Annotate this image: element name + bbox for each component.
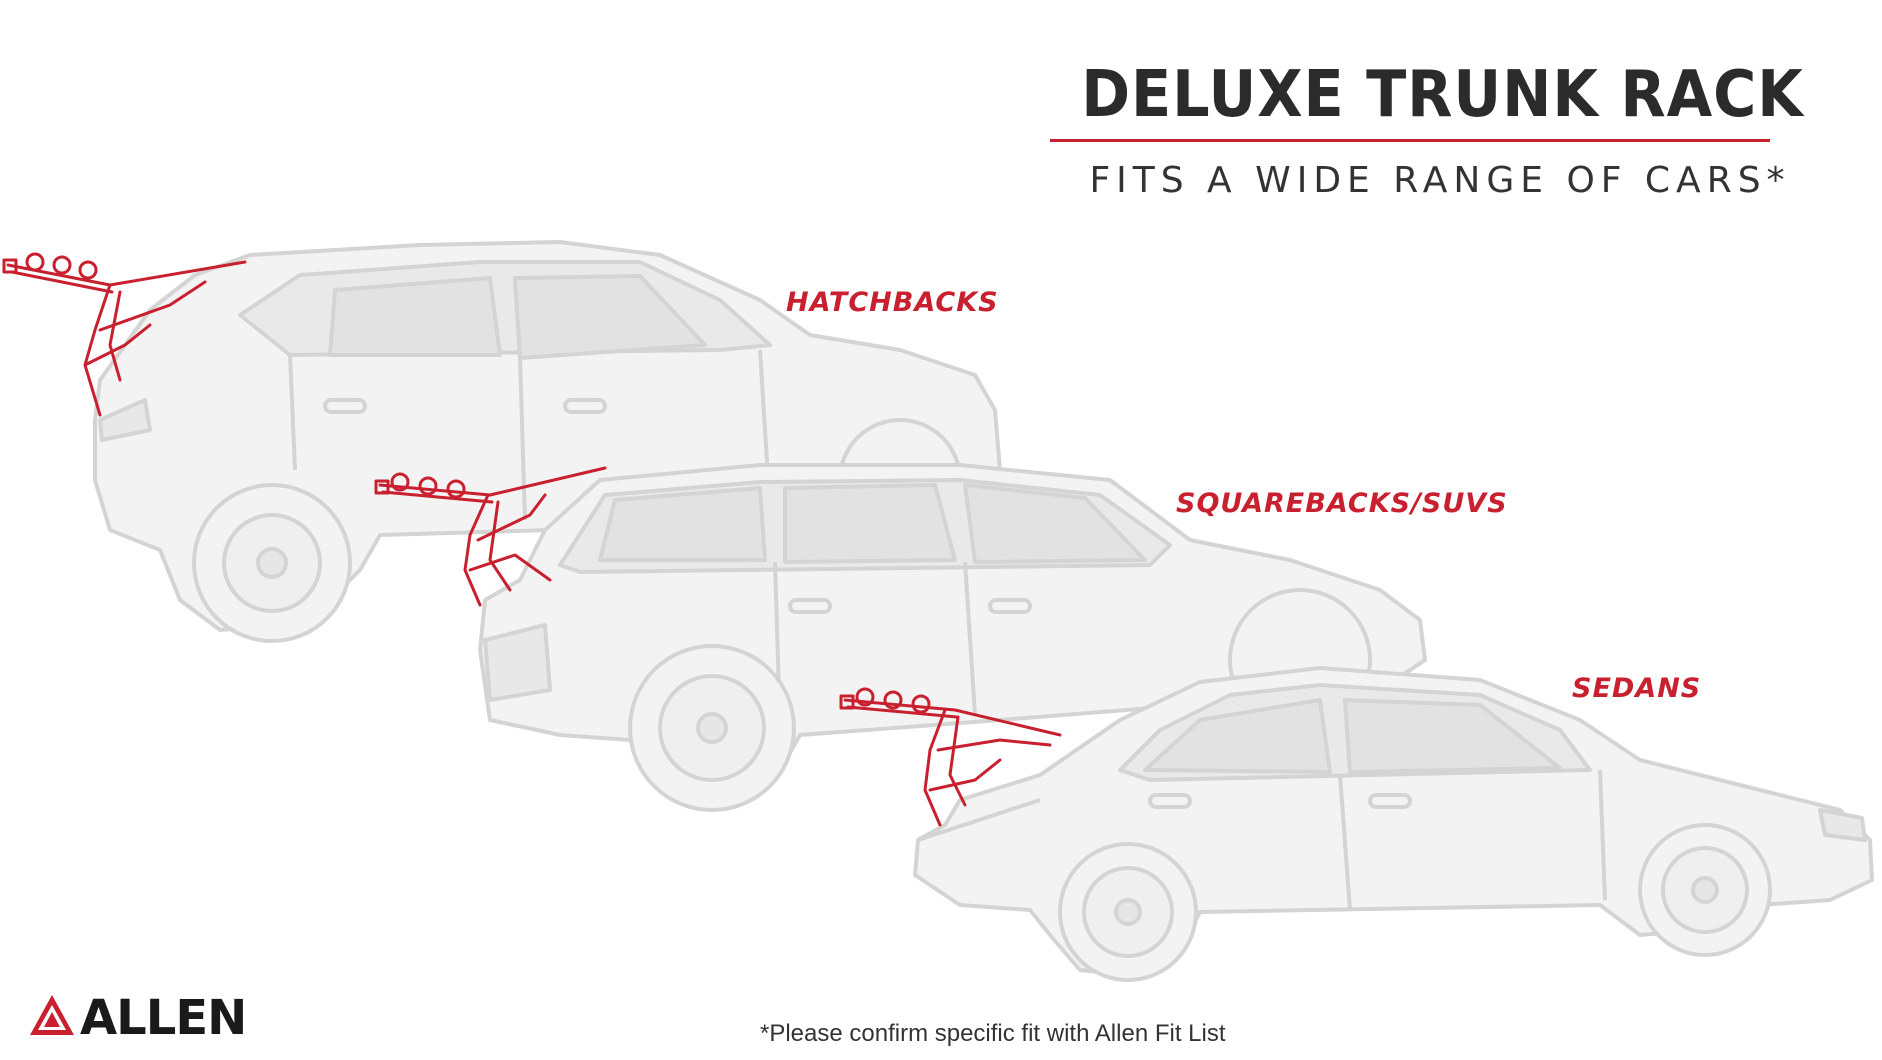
title-divider	[1050, 139, 1770, 142]
squareback-car	[478, 463, 1427, 812]
trunk-rack-squareback	[374, 466, 607, 607]
hatchback-car	[93, 240, 1002, 643]
label-squarebacks-suvs: SQUAREBACKS/SUVS	[1176, 488, 1508, 519]
allen-logo-mark	[30, 995, 74, 1035]
page-subtitle: FITS A WIDE RANGE OF CARS*	[1089, 160, 1791, 201]
trunk-rack-sedan	[839, 687, 1062, 827]
fit-footnote: *Please confirm specific fit with Allen …	[760, 1020, 1226, 1047]
label-hatchbacks: HATCHBACKS	[786, 287, 999, 318]
trunk-rack-hatchback	[2, 252, 247, 417]
label-sedans: SEDANS	[1572, 673, 1702, 704]
page-title: DELUXE TRUNK RACK	[1081, 58, 1804, 132]
allen-logo-text: ALLEN	[80, 990, 247, 1046]
sedan-car	[913, 666, 1874, 982]
